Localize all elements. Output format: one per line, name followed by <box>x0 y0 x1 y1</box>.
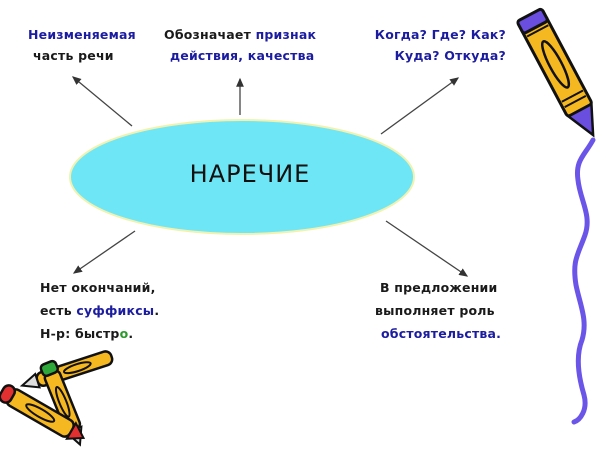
node-top-right-line2: Куда? Откуда? <box>394 48 506 63</box>
text-period: . <box>154 303 160 318</box>
crossed-pencils-icon <box>0 350 114 447</box>
text-example: Н-р: быстр <box>40 326 120 341</box>
arrow-bottom-left <box>72 230 136 274</box>
node-top-center-line1: Обозначает признак <box>164 24 316 45</box>
text-priznak: признак <box>255 27 317 42</box>
text-suffix-o: о <box>119 326 129 341</box>
text-est: есть <box>40 303 77 318</box>
pencil-top-right-icon <box>516 7 595 138</box>
arrows <box>71 76 469 277</box>
node-bottom-left: Нет окончаний, есть суффиксы. Н-р: быстр… <box>40 276 159 345</box>
arrow-top-left <box>71 76 133 127</box>
arrow-top-right <box>380 77 460 135</box>
node-bottom-right-line2: выполняет роль <box>375 303 495 318</box>
center-ellipse <box>69 119 415 235</box>
node-bottom-left-line1: Нет окончаний, <box>40 280 156 295</box>
node-top-right-line1: Когда? Где? Как? <box>374 27 506 42</box>
node-bottom-right-line1: В предложении <box>380 280 498 295</box>
text-period: . <box>128 326 134 341</box>
node-top-left: Неизменяемая часть речи <box>28 24 136 66</box>
node-top-center: Обозначает признак действия, качества <box>164 24 316 66</box>
arrow-bottom-right <box>385 220 469 277</box>
node-top-left-line1: Неизменяемая <box>28 27 136 42</box>
center-title: НАРЕЧИЕ <box>189 160 311 188</box>
node-bottom-left-line3: Н-р: быстро. <box>40 322 159 345</box>
node-top-center-line2: действия, качества <box>170 48 315 63</box>
node-top-left-line2: часть речи <box>33 48 114 63</box>
text-suffixes: суффиксы <box>76 303 155 318</box>
squiggle-line-icon <box>571 137 596 425</box>
text-oboznachaet: Обозначает <box>164 27 256 42</box>
node-top-right: Когда? Где? Как? Куда? Откуда? <box>358 24 506 66</box>
node-bottom-right-line3: обстоятельства. <box>381 326 502 341</box>
node-bottom-left-line2: есть суффиксы. <box>40 299 159 322</box>
node-bottom-right: В предложении выполняет роль обстоятельс… <box>375 276 501 345</box>
